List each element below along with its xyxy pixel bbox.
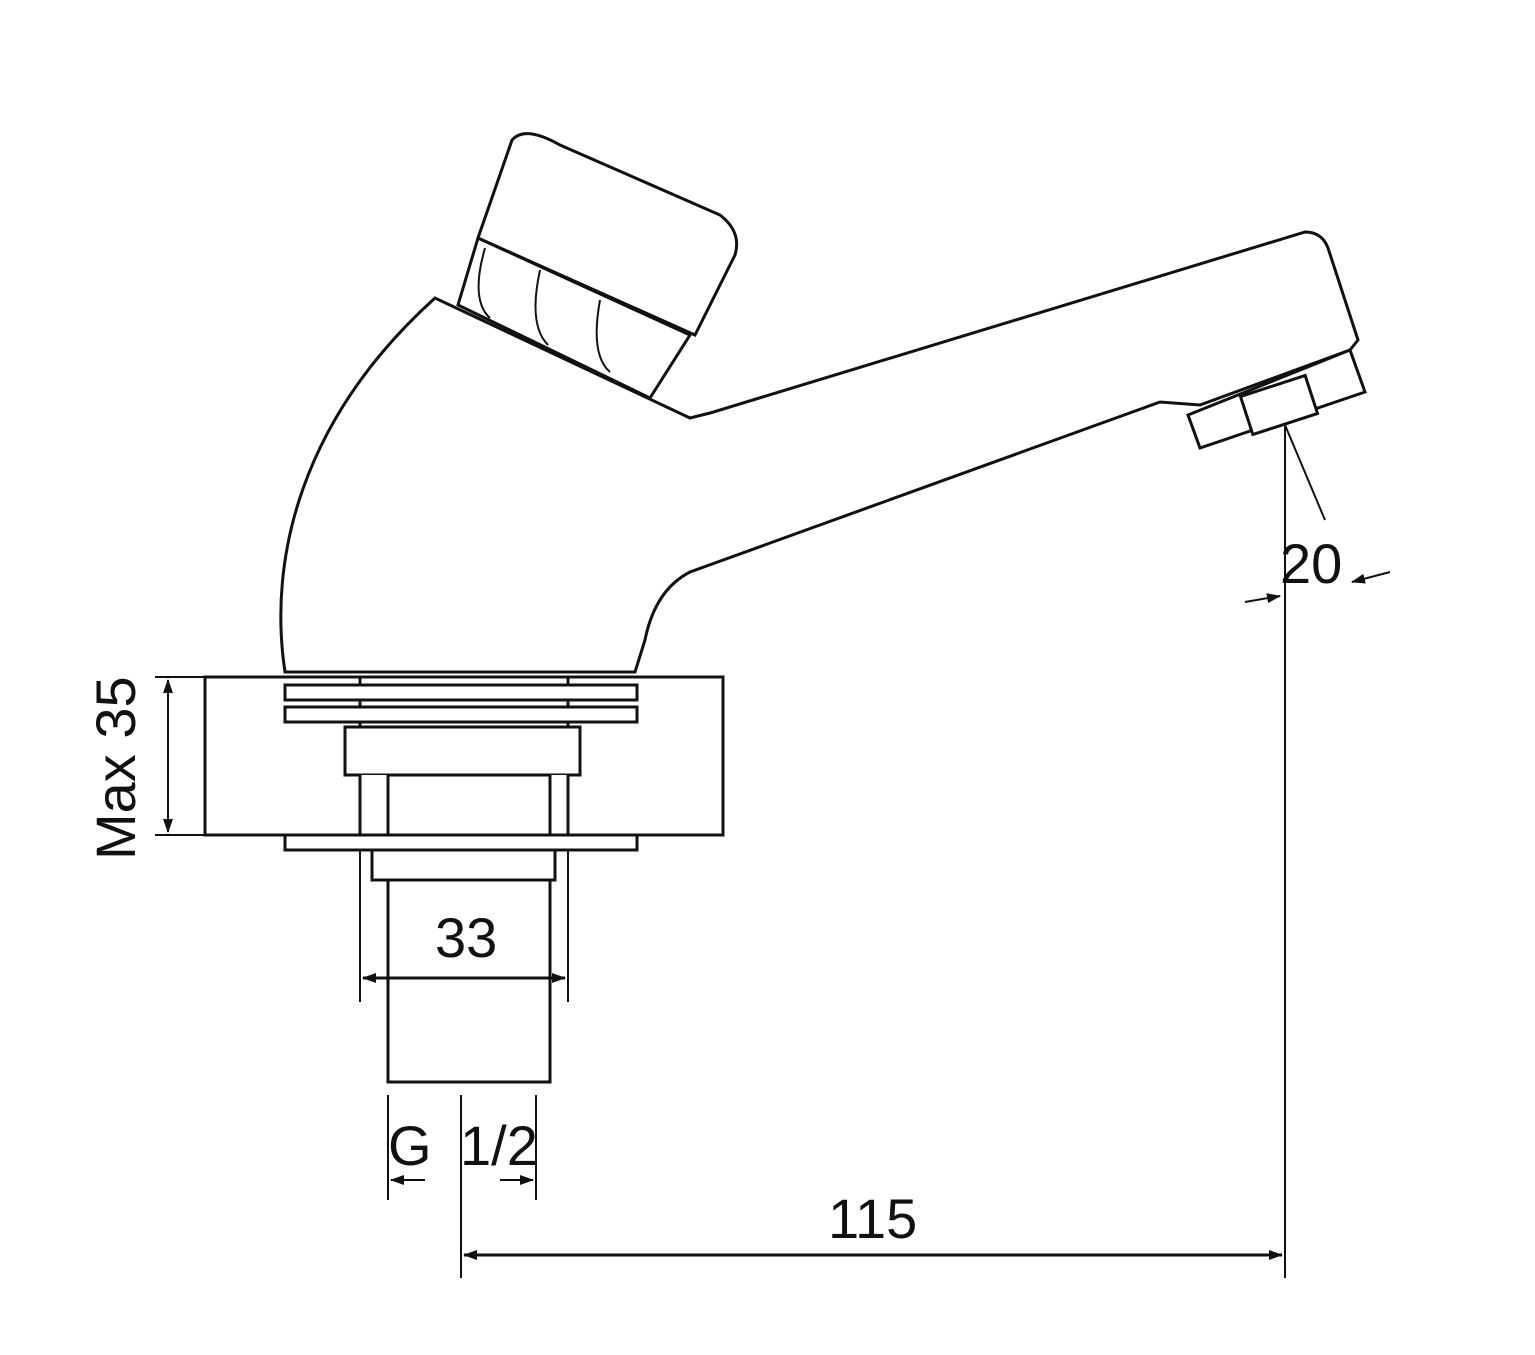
projection-label: 115 [828,1187,917,1250]
thread-diameter-label: 33 [435,906,497,969]
lock-nut [370,848,557,882]
dimension-g-half: G 1/2 [387,1095,538,1278]
dimension-max-35: Max 35 [84,676,205,860]
max-thickness-label: Max 35 [84,676,147,860]
faucet-body [279,230,1367,674]
dimension-115: 115 [463,425,1286,1278]
connection-g-label: G [388,1114,432,1177]
dimension-33: 33 [359,850,569,1002]
connection-size-label: 1/2 [460,1114,538,1177]
dimension-20: 20 [1244,424,1391,604]
outlet-height-label: 20 [1280,532,1342,595]
countertop-section [203,675,725,1084]
push-button [456,132,739,400]
